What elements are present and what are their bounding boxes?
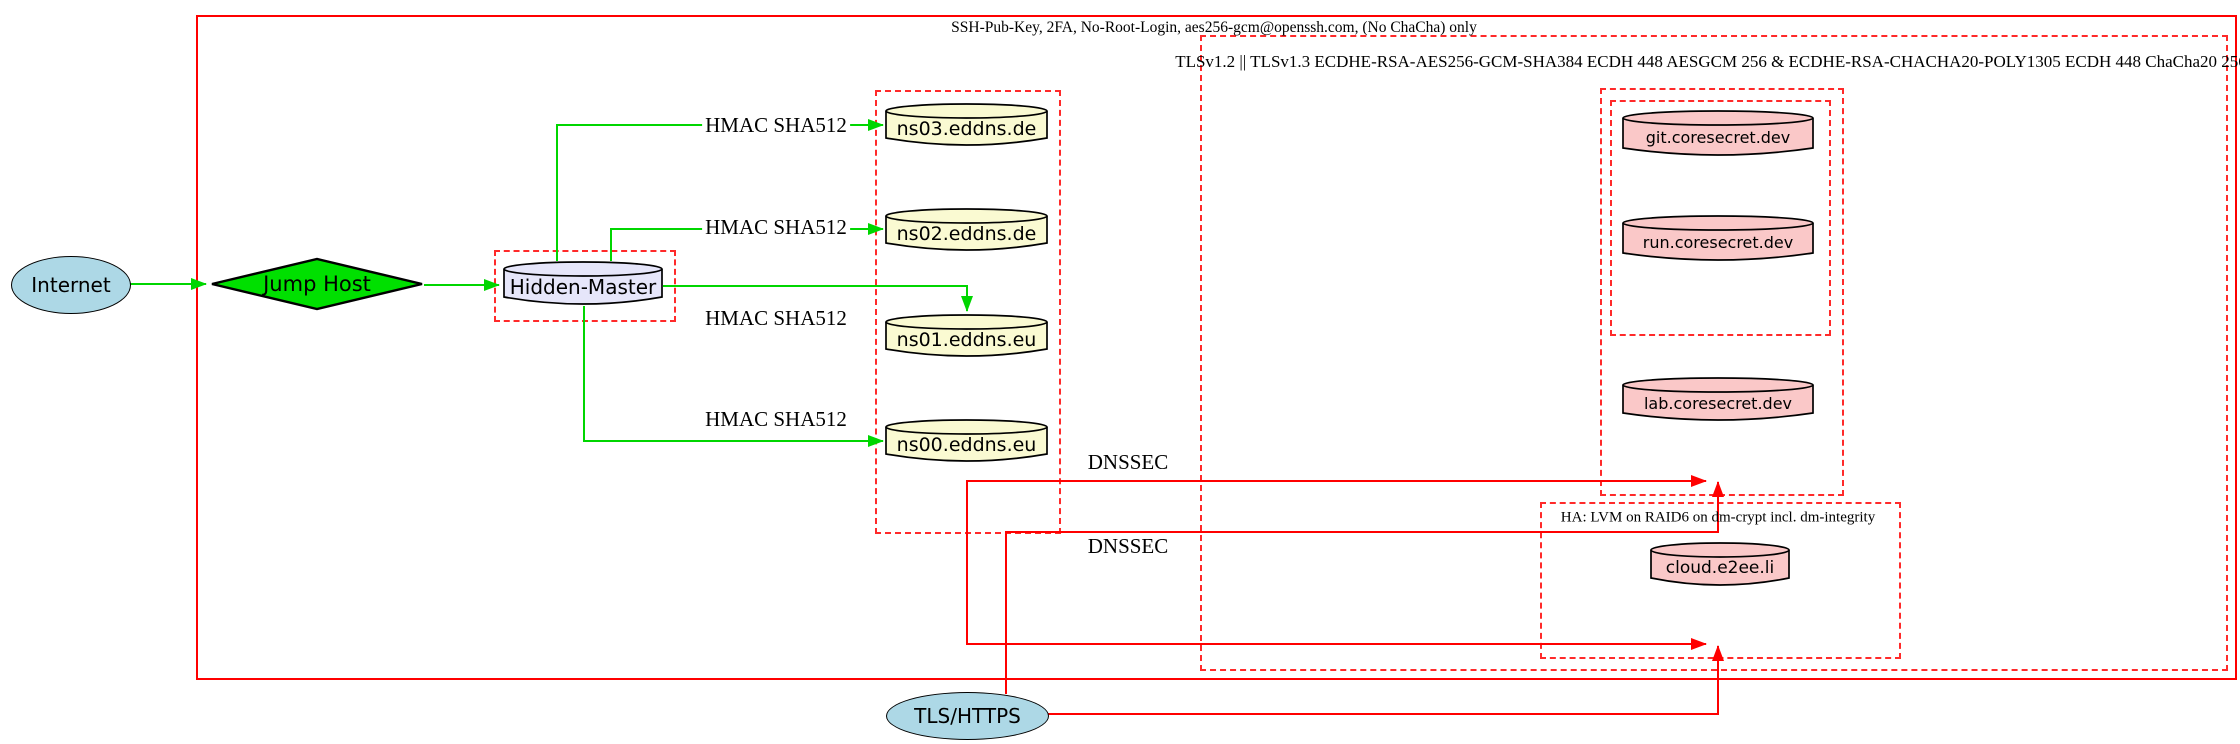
node-ns02: ns02.eddns.de (885, 208, 1048, 252)
node-hidden-master: Hidden-Master (503, 261, 663, 306)
node-cloud-label: cloud.e2ee.li (1665, 558, 1775, 578)
edge-label-dnssec-lower: DNSSEC (1084, 535, 1172, 557)
cluster-ha-label: HA: LVM on RAID6 on dm-crypt incl. dm-in… (1560, 509, 1876, 526)
node-ns02-label: ns02.eddns.de (896, 222, 1037, 245)
node-ns01: ns01.eddns.eu (885, 314, 1048, 358)
cluster-ssh-box (196, 15, 2237, 680)
node-run-label: run.coresecret.dev (1642, 232, 1794, 252)
node-internet-label: Internet (31, 273, 111, 297)
node-lab-label: lab.coresecret.dev (1643, 393, 1793, 413)
edge-tlshttps-coresecret (1005, 481, 1724, 694)
node-tls-https-label: TLS/HTTPS (914, 704, 1021, 728)
node-ns03: ns03.eddns.de (885, 103, 1048, 147)
edge-tlshttps-ha (1047, 645, 1724, 715)
edge-label-hmac-ns03: HMAC SHA512 (702, 114, 850, 136)
node-internet: Internet (11, 256, 131, 314)
node-jump-host: Jump Host (210, 257, 424, 311)
cluster-coresecret-inner-box (1610, 100, 1831, 336)
cluster-ssh-label: SSH-Pub-Key, 2FA, No-Root-Login, aes256-… (951, 19, 1477, 36)
edge-dnssec-double (966, 475, 1707, 650)
node-cloud: cloud.e2ee.li (1650, 542, 1790, 587)
node-run: run.coresecret.dev (1622, 215, 1814, 262)
node-git: git.coresecret.dev (1622, 110, 1814, 157)
edge-hiddenmaster-ns03 (556, 119, 884, 261)
node-jump-host-label: Jump Host (263, 272, 371, 296)
edge-hiddenmaster-ns01 (663, 285, 973, 312)
node-ns03-label: ns03.eddns.de (896, 117, 1037, 140)
edge-label-hmac-ns01: HMAC SHA512 (702, 307, 850, 329)
node-hidden-master-label: Hidden-Master (509, 275, 657, 299)
node-tls-https: TLS/HTTPS (886, 692, 1049, 740)
node-ns00: ns00.eddns.eu (885, 419, 1048, 463)
edge-label-hmac-ns02: HMAC SHA512 (702, 216, 850, 238)
edge-label-dnssec-upper: DNSSEC (1084, 451, 1172, 473)
edge-label-hmac-ns00: HMAC SHA512 (702, 408, 850, 430)
edge-hiddenmaster-ns00 (583, 306, 884, 447)
node-lab: lab.coresecret.dev (1622, 377, 1814, 422)
node-ns01-label: ns01.eddns.eu (896, 328, 1037, 351)
cluster-tls-box (1200, 35, 2228, 671)
node-ns00-label: ns00.eddns.eu (896, 433, 1037, 456)
node-git-label: git.coresecret.dev (1645, 127, 1791, 147)
diamond-shape (211, 257, 423, 311)
cluster-tls-label: TLSv1.2 || TLSv1.3 ECDHE-RSA-AES256-GCM-… (1175, 52, 2240, 71)
